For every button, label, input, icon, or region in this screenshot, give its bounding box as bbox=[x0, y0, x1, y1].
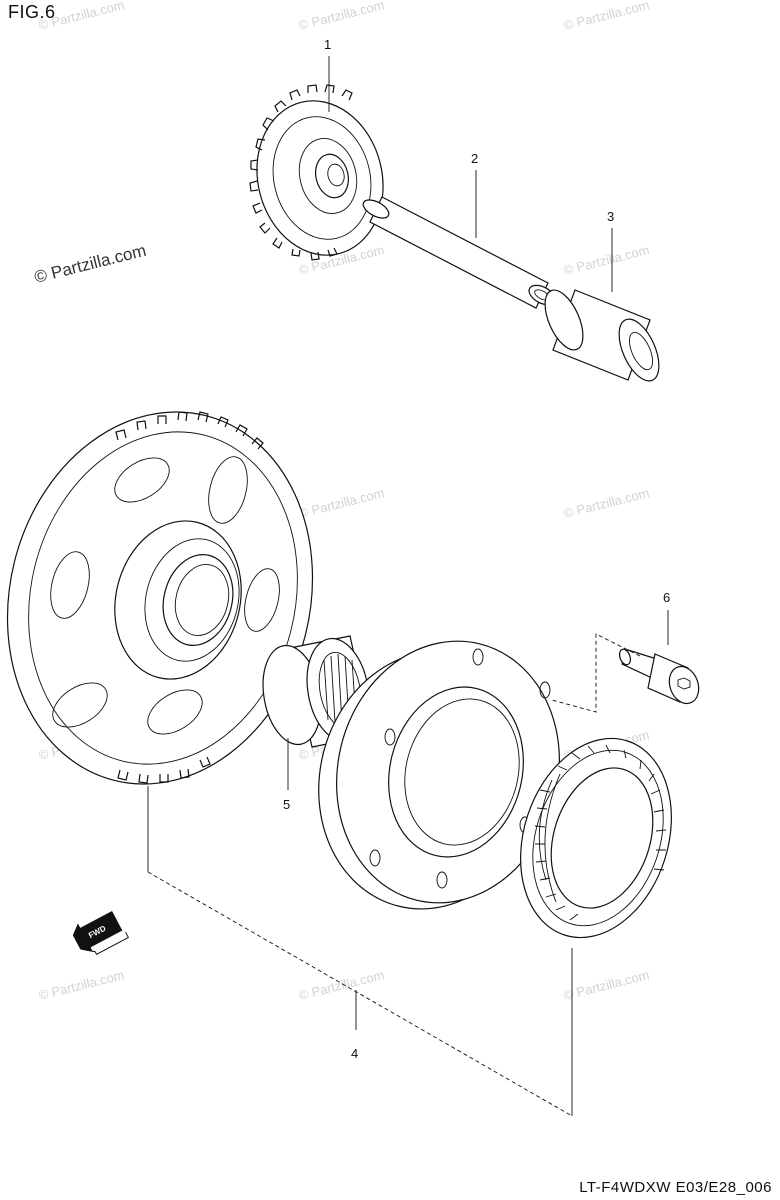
watermark-text: © Partzilla.com bbox=[297, 485, 386, 521]
part-1-idle-gear bbox=[249, 84, 384, 261]
callout-1: 1 bbox=[324, 37, 331, 52]
part-4-one-way-clutch bbox=[520, 737, 672, 939]
leader-lines bbox=[147, 56, 669, 1117]
watermark-text: © Partzilla.com bbox=[562, 0, 651, 33]
watermark-text: © Partzilla.com bbox=[297, 967, 386, 1003]
part-3-bushing bbox=[544, 289, 660, 382]
callout-6: 6 bbox=[663, 590, 670, 605]
figure-label: FIG.6 bbox=[8, 2, 56, 22]
drawing-code: LT-F4WDXW E03/E28_006 bbox=[579, 1179, 772, 1196]
part-4-starter-driven-gear bbox=[6, 411, 314, 785]
callout-labels: 1 2 3 4 5 6 bbox=[283, 37, 670, 1061]
part-4-clutch-housing bbox=[318, 640, 561, 910]
callout-2: 2 bbox=[471, 151, 478, 166]
watermark-text: © Partzilla.com bbox=[37, 967, 126, 1003]
part-2-shaft bbox=[362, 196, 556, 309]
watermark-text: © Partzilla.com bbox=[297, 0, 386, 33]
callout-4: 4 bbox=[351, 1046, 358, 1061]
watermark-text: © Partzilla.com bbox=[562, 242, 651, 278]
watermark-text: © Partzilla.com bbox=[562, 485, 651, 521]
fwd-direction-arrow: FWD bbox=[72, 911, 130, 956]
callout-5: 5 bbox=[283, 797, 290, 812]
watermark-text: © Partzilla.com bbox=[562, 967, 651, 1003]
callout-3: 3 bbox=[607, 209, 614, 224]
watermark-primary: © Partzilla.com bbox=[32, 241, 148, 287]
part-6-bolt bbox=[618, 648, 700, 705]
watermark-text: © Partzilla.com bbox=[37, 0, 126, 33]
